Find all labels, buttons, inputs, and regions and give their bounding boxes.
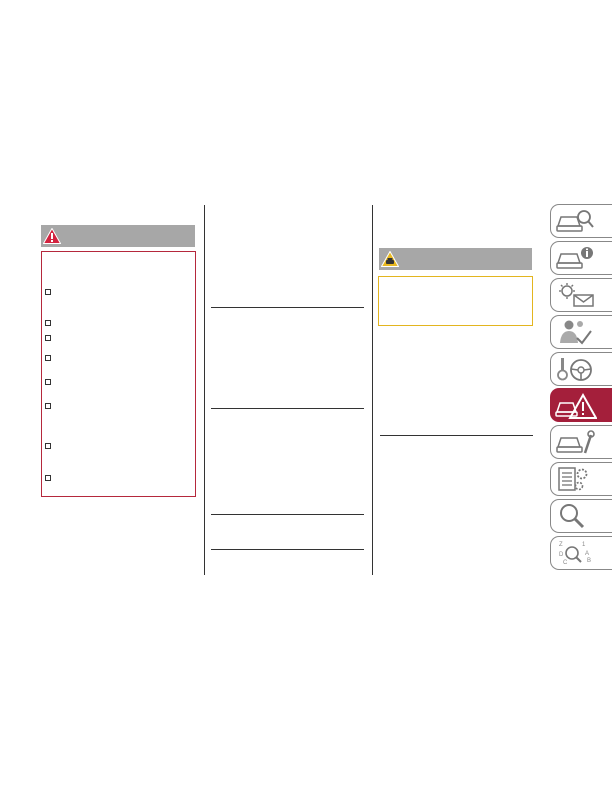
tab-car-search[interactable] [550, 204, 612, 238]
svg-text:1: 1 [582, 542, 586, 548]
car-search-icon [556, 210, 594, 232]
svg-text:Z: Z [559, 542, 563, 548]
tab-magnifier[interactable] [550, 499, 612, 533]
tab-alphabet-index[interactable]: Z 1 D A C B [550, 536, 612, 570]
specs-gear-icon [558, 467, 588, 491]
svg-text:A: A [585, 551, 589, 557]
car-wrench-icon [556, 430, 595, 454]
bullet-marker [45, 475, 51, 481]
svg-text:C: C [563, 560, 568, 566]
sun-mail-icon [559, 283, 594, 307]
tab-car-wrench[interactable] [550, 425, 612, 459]
section-rule [211, 514, 364, 515]
section-rule [380, 435, 533, 436]
bullet-marker [45, 403, 51, 409]
warning-header [41, 225, 195, 247]
tab-car-warning[interactable] [550, 388, 612, 422]
bullet-marker [45, 379, 51, 385]
magnifier-icon [560, 504, 585, 529]
section-rule [211, 408, 364, 409]
tab-car-info[interactable] [550, 241, 612, 275]
warning-box [41, 251, 196, 497]
section-rule [211, 549, 364, 550]
svg-text:B: B [587, 558, 591, 564]
car-info-icon [556, 247, 593, 269]
svg-text:D: D [559, 552, 564, 558]
section-rule [211, 307, 364, 308]
tab-specs-gear[interactable] [550, 462, 612, 496]
tab-sun-mail[interactable] [550, 278, 612, 312]
bullet-marker [45, 320, 51, 326]
bullet-marker [45, 289, 51, 295]
caution-box [378, 276, 533, 326]
bullet-marker [45, 355, 51, 361]
bullet-marker [45, 443, 51, 449]
caution-car-icon [381, 251, 399, 267]
caution-header [379, 248, 532, 270]
person-check-icon [560, 320, 592, 345]
column-divider [204, 205, 205, 575]
column-divider [372, 205, 373, 575]
tab-key-steering[interactable] [550, 352, 612, 386]
bullet-marker [45, 335, 51, 341]
car-warning-icon [555, 392, 597, 419]
key-steering-icon [557, 358, 592, 381]
tab-person-check[interactable] [550, 315, 612, 349]
warning-triangle-icon [43, 228, 61, 244]
alphabet-index-icon: Z 1 D A C B [559, 542, 591, 566]
